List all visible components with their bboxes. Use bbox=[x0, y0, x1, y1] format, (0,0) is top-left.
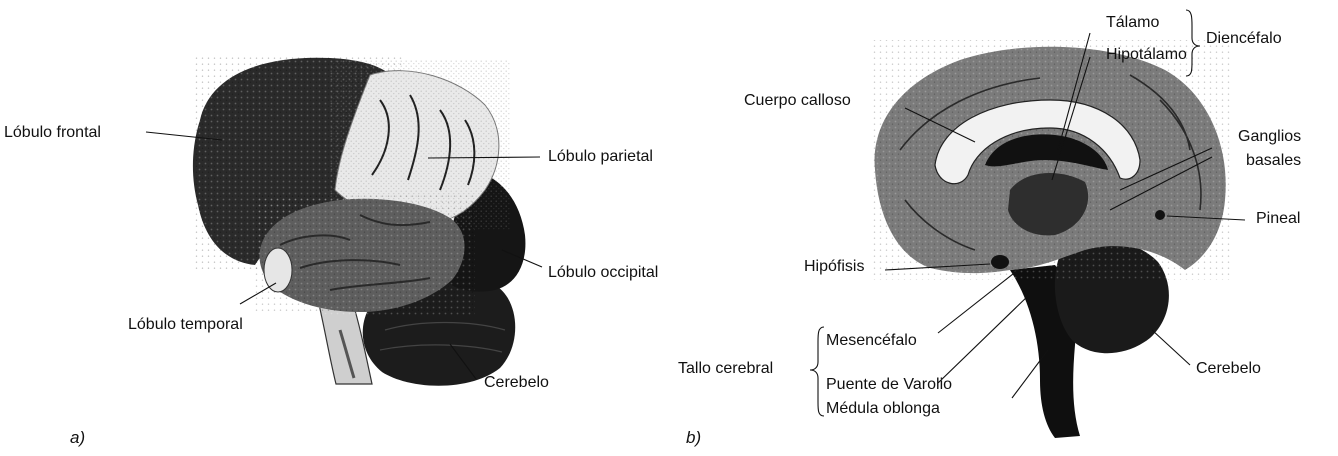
label-lobulo-occipital: Lóbulo occipital bbox=[548, 264, 658, 282]
label-basales: basales bbox=[1246, 152, 1301, 170]
label-lobulo-parietal: Lóbulo parietal bbox=[548, 148, 653, 166]
label-puente-de-varolio: Puente de Varolio bbox=[826, 376, 952, 394]
label-mesencefalo: Mesencéfalo bbox=[826, 332, 917, 350]
label-lobulo-frontal: Lóbulo frontal bbox=[4, 124, 101, 142]
panel-tag-a: a) bbox=[70, 428, 85, 448]
label-tallo-cerebral: Tallo cerebral bbox=[678, 360, 773, 378]
label-lobulo-temporal: Lóbulo temporal bbox=[128, 316, 243, 334]
label-talamo: Tálamo bbox=[1106, 14, 1159, 32]
label-cuerpo-calloso: Cuerpo calloso bbox=[744, 92, 851, 110]
label-ganglios: Ganglios bbox=[1238, 128, 1301, 146]
label-cerebelo-a: Cerebelo bbox=[484, 374, 549, 392]
label-medula-oblonga: Médula oblonga bbox=[826, 400, 940, 418]
label-pineal: Pineal bbox=[1256, 210, 1300, 228]
pineal-gland bbox=[1155, 210, 1165, 220]
label-cerebelo-b: Cerebelo bbox=[1196, 360, 1261, 378]
panel-tag-b: b) bbox=[686, 428, 701, 448]
pituitary-gland bbox=[991, 255, 1009, 269]
panel-a-brain bbox=[193, 55, 526, 386]
label-hipotalamo: Hipotálamo bbox=[1106, 46, 1187, 64]
label-diencefalo: Diencéfalo bbox=[1206, 30, 1282, 48]
label-hipofisis: Hipófisis bbox=[804, 258, 864, 276]
